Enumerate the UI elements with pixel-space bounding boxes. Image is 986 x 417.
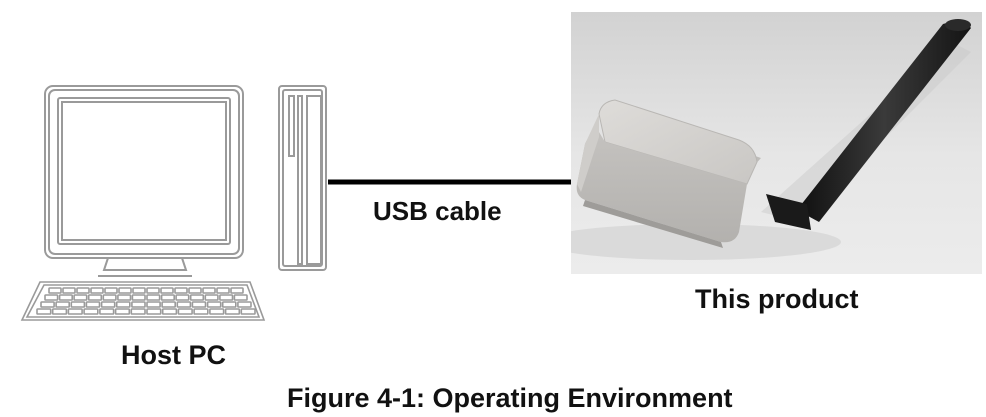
keyboard-key bbox=[160, 287, 174, 294]
keyboard-key bbox=[177, 308, 193, 315]
keyboard-key bbox=[99, 308, 115, 315]
keyboard-key bbox=[104, 287, 118, 294]
keyboard-key bbox=[76, 287, 90, 294]
keyboard-key bbox=[83, 308, 99, 315]
keyboard-key bbox=[161, 301, 177, 308]
keyboard-key bbox=[115, 301, 131, 308]
figure-caption: Figure 4-1: Operating Environment bbox=[287, 383, 733, 413]
keyboard-key bbox=[193, 308, 209, 315]
keyboard-key bbox=[146, 308, 162, 315]
keyboard-key bbox=[237, 301, 252, 308]
keyboard-key bbox=[114, 308, 131, 315]
keyboard-key bbox=[189, 294, 205, 301]
keyboard-key bbox=[216, 287, 230, 294]
keyboard-key bbox=[176, 301, 192, 308]
monitor-icon bbox=[44, 85, 244, 277]
usb-cable-label: USB cable bbox=[373, 196, 502, 226]
keyboard-key bbox=[85, 301, 101, 308]
keyboard-key bbox=[131, 301, 146, 308]
keyboard-key bbox=[51, 308, 68, 315]
keyboard-key bbox=[117, 294, 132, 301]
keyboard-key bbox=[230, 287, 244, 294]
keyboard-key bbox=[90, 287, 104, 294]
keyboard-key bbox=[40, 301, 55, 308]
keyboard-key bbox=[70, 301, 86, 308]
keyboard-key bbox=[48, 287, 62, 294]
keyboard-key bbox=[219, 294, 234, 301]
keyboard-key bbox=[240, 308, 256, 315]
host-pc-label: Host PC bbox=[121, 340, 227, 370]
product-photo bbox=[571, 12, 982, 274]
keyboard-key bbox=[160, 294, 176, 301]
keyboard-key bbox=[102, 294, 117, 301]
keyboard-key bbox=[206, 301, 222, 308]
keyboard-icon bbox=[20, 281, 266, 321]
keyboard-key bbox=[174, 287, 188, 294]
keyboard-key bbox=[36, 308, 52, 315]
keyboard-key bbox=[67, 308, 83, 315]
keyboard-key bbox=[100, 301, 116, 308]
keyboard-key bbox=[146, 287, 160, 294]
keyboard-key bbox=[191, 301, 207, 308]
keyboard-key bbox=[175, 294, 190, 301]
keyboard-key bbox=[209, 308, 225, 315]
keyboard-key bbox=[221, 301, 237, 308]
product-label: This product bbox=[695, 284, 859, 314]
usb-dongle-icon bbox=[571, 12, 982, 274]
keyboard-key bbox=[130, 308, 146, 315]
keyboard-key bbox=[202, 287, 216, 294]
keyboard-key bbox=[131, 294, 146, 301]
keyboard-key bbox=[188, 287, 202, 294]
keyboard-key bbox=[146, 301, 161, 308]
keyboard-key bbox=[118, 287, 132, 294]
keyboard-key bbox=[161, 308, 178, 315]
keyboard-key bbox=[44, 294, 59, 301]
keyboard-key bbox=[58, 294, 73, 301]
keyboard-key bbox=[87, 294, 103, 301]
keyboard-key bbox=[224, 308, 241, 315]
keyboard-key bbox=[55, 301, 70, 308]
tower-case-icon bbox=[278, 85, 327, 271]
keyboard-key bbox=[233, 294, 248, 301]
keyboard-key bbox=[62, 287, 76, 294]
keyboard-key bbox=[73, 294, 88, 301]
keyboard-key bbox=[132, 287, 146, 294]
keyboard-key bbox=[146, 294, 161, 301]
keyboard-key bbox=[204, 294, 219, 301]
